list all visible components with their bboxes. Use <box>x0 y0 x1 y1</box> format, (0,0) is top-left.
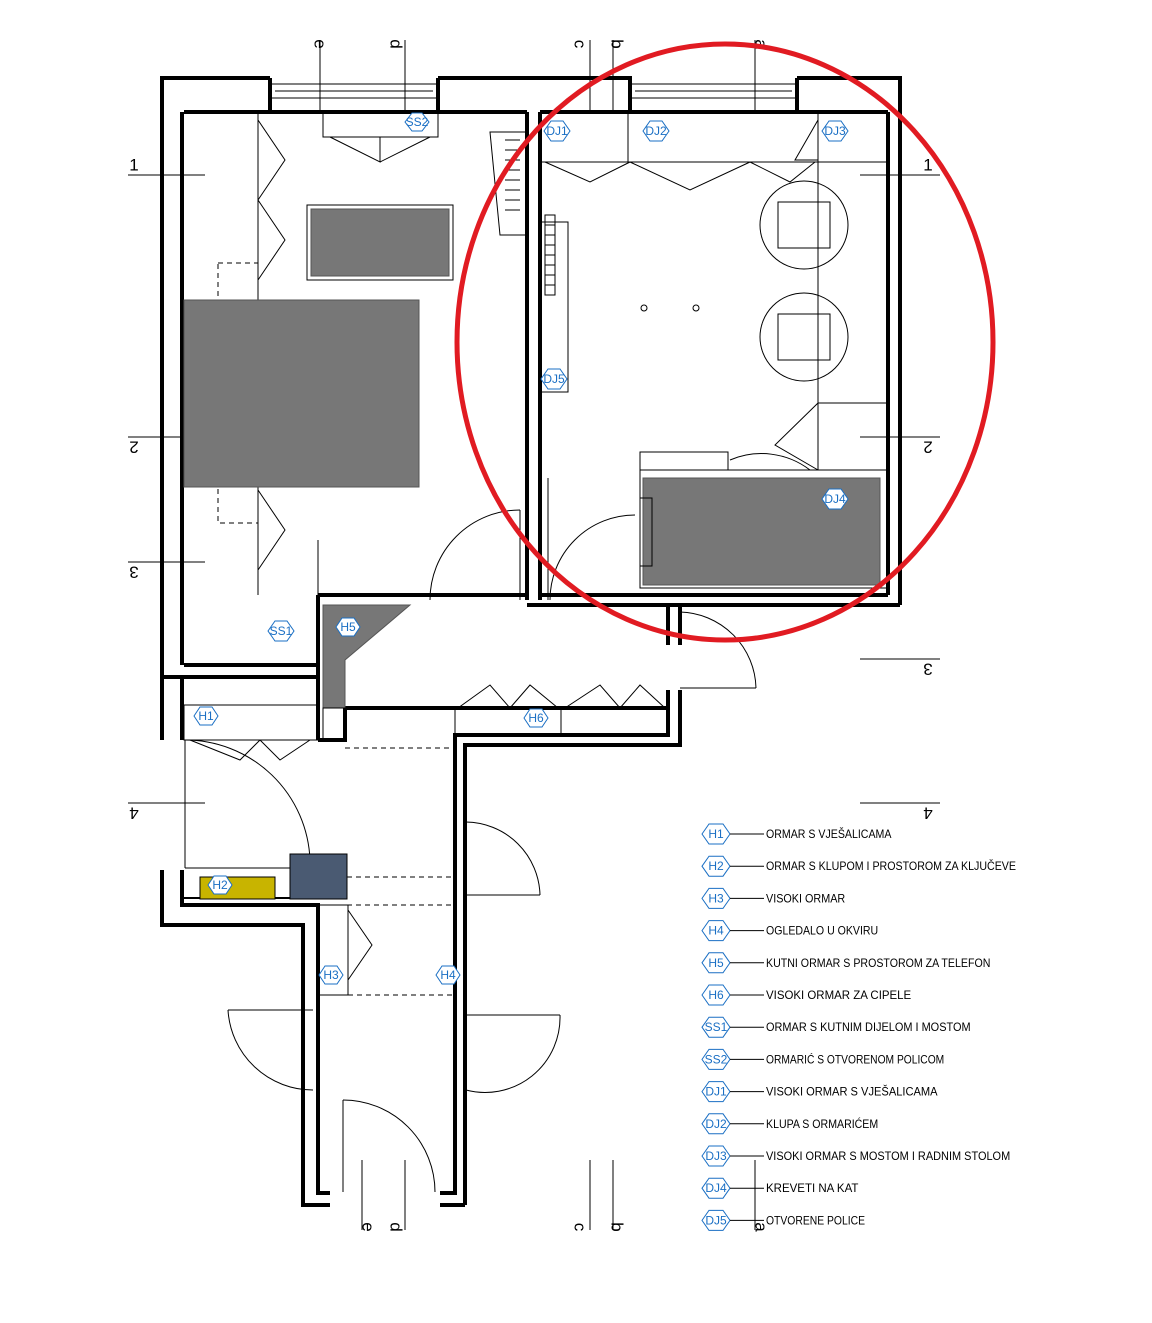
legend-item-ss2: SS2 ORMARIĆ S OTVORENOM POLICOM <box>701 1048 944 1070</box>
col-label-bottom-c: c <box>571 1223 590 1232</box>
axis-lines <box>128 40 940 1230</box>
row-label-right-2: 2 <box>923 438 932 457</box>
legend-label: ORMAR S KLUPOM I PROSTOROM ZA KLJUČEVE <box>766 858 1016 873</box>
legend-item-h3: H3 VISOKI ORMAR <box>701 887 845 909</box>
kids-room-furniture <box>539 112 889 601</box>
tag-h3: H3 <box>318 965 344 985</box>
svg-text:DJ3: DJ3 <box>824 124 846 138</box>
legend-code: DJ2 <box>705 1117 727 1131</box>
row-label-left-4: 4 <box>129 804 138 823</box>
tag-dj4: DJ4 <box>821 488 849 510</box>
tag-h2: H2 <box>207 875 233 895</box>
svg-text:DJ5: DJ5 <box>543 372 565 386</box>
legend-item-ss1: SS1 ORMAR S KUTNIM DIJELOM I MOSTOM <box>701 1016 971 1038</box>
row-label-right-3: 3 <box>923 660 932 679</box>
legend-item-dj5: DJ5 OTVORENE POLICE <box>701 1209 865 1231</box>
walls <box>160 76 902 1207</box>
legend-code: DJ3 <box>705 1149 727 1163</box>
col-label-top-e: e <box>311 39 330 48</box>
tag-ss1: SS1 <box>267 620 295 642</box>
tag-h6: H6 <box>523 708 549 728</box>
legend-label: VISOKI ORMAR S VJEŠALICAMA <box>766 1084 938 1099</box>
legend-code: DJ5 <box>705 1213 727 1227</box>
axis-labels: 1 2 3 4 1 2 3 4 e d c b a e d c b a <box>129 39 932 1232</box>
row-label-left-1: 1 <box>129 156 138 175</box>
legend: H1 ORMAR S VJEŠALICAMA H2 ORMAR S KLUPOM I … <box>701 823 1016 1231</box>
corner-cabinet-h5 <box>322 604 412 709</box>
col-label-bottom-b: b <box>608 1222 627 1231</box>
desk-top <box>310 208 450 277</box>
legend-label: ORMAR S VJEŠALICAMA <box>766 826 891 841</box>
svg-text:H5: H5 <box>340 620 356 634</box>
svg-text:DJ2: DJ2 <box>645 124 667 138</box>
legend-item-h2: H2 ORMAR S KLUPOM I PROSTOROM ZA KLJUČEVE <box>701 855 1016 877</box>
tag-h5: H5 <box>335 617 361 637</box>
bedroom-left-door <box>429 509 521 601</box>
svg-text:H3: H3 <box>323 968 339 982</box>
col-label-top-b: b <box>608 39 627 48</box>
row-label-right-1: 1 <box>923 156 932 175</box>
legend-item-h5: H5 KUTNI ORMAR S PROSTOROM ZA TELEFON <box>701 952 990 974</box>
svg-text:H1: H1 <box>198 709 214 723</box>
legend-code: SS2 <box>705 1052 728 1066</box>
col-label-bottom-d: d <box>387 1222 406 1231</box>
legend-item-dj4: DJ4 KREVETI NA KAT <box>701 1177 859 1199</box>
legend-code: H6 <box>708 988 724 1002</box>
row-label-right-4: 4 <box>923 804 932 823</box>
legend-item-dj1: DJ1 VISOKI ORMAR S VJEŠALICAMA <box>701 1081 938 1103</box>
legend-label: VISOKI ORMAR ZA CIPELE <box>766 988 911 1002</box>
legend-item-h4: H4 OGLEDALO U OKVIRU <box>701 920 878 942</box>
svg-text:SS2: SS2 <box>406 115 429 129</box>
svg-text:H2: H2 <box>212 878 228 892</box>
double-bed <box>183 299 420 488</box>
legend-code: H3 <box>708 891 724 905</box>
legend-label: OGLEDALO U OKVIRU <box>766 924 878 938</box>
tag-dj1: DJ1 <box>543 120 571 142</box>
highlight-ellipse <box>454 41 996 643</box>
hall-furniture <box>183 604 757 1193</box>
legend-item-dj3: DJ3 VISOKI ORMAR S MOSTOM I RADNIM STOLOM <box>701 1145 1010 1167</box>
svg-text:H6: H6 <box>528 711 544 725</box>
legend-code: SS1 <box>705 1020 728 1034</box>
col-label-top-d: d <box>387 39 406 48</box>
legend-label: VISOKI ORMAR S MOSTOM I RADNIM STOLOM <box>766 1149 1010 1163</box>
shoe-cabinet <box>289 853 348 900</box>
legend-label: KLUPA S ORMARIĆEM <box>766 1116 878 1131</box>
legend-item-h6: H6 VISOKI ORMAR ZA CIPELE <box>701 984 911 1006</box>
legend-item-h1: H1 ORMAR S VJEŠALICAMA <box>701 823 891 845</box>
plan-tags: SS2 DJ1 DJ2 DJ3 DJ5 DJ4 SS1 H5 H1 H6 H2 … <box>193 112 849 985</box>
legend-code: H4 <box>708 924 724 938</box>
bedroom-left-furniture <box>183 111 528 595</box>
legend-code: DJ1 <box>705 1085 727 1099</box>
legend-label: OTVORENE POLICE <box>766 1213 865 1227</box>
svg-text:SS1: SS1 <box>270 624 293 638</box>
tag-dj3: DJ3 <box>821 120 849 142</box>
tag-h4: H4 <box>435 965 461 985</box>
legend-code: H1 <box>708 827 724 841</box>
legend-code: H5 <box>708 956 724 970</box>
tag-dj5: DJ5 <box>540 368 568 390</box>
col-label-bottom-e: e <box>359 1222 378 1231</box>
tag-ss2: SS2 <box>404 112 430 132</box>
legend-label: ORMARIĆ S OTVORENOM POLICOM <box>766 1051 944 1066</box>
svg-text:DJ1: DJ1 <box>546 124 568 138</box>
legend-label: VISOKI ORMAR <box>766 891 845 905</box>
legend-label: KUTNI ORMAR S PROSTOROM ZA TELEFON <box>766 956 990 970</box>
svg-text:DJ4: DJ4 <box>824 492 846 506</box>
tag-h1: H1 <box>193 706 219 726</box>
row-label-left-3: 3 <box>129 563 138 582</box>
legend-code: H2 <box>708 859 724 873</box>
legend-code: DJ4 <box>705 1181 727 1195</box>
col-label-top-c: c <box>571 40 590 49</box>
svg-text:H4: H4 <box>440 968 456 982</box>
row-label-left-2: 2 <box>129 438 138 457</box>
legend-item-dj2: DJ2 KLUPA S ORMARIĆEM <box>701 1113 878 1135</box>
legend-label: KREVETI NA KAT <box>766 1181 859 1195</box>
col-label-bottom-a: a <box>752 1222 771 1232</box>
tag-dj2: DJ2 <box>642 120 670 142</box>
legend-label: ORMAR S KUTNIM DIJELOM I MOSTOM <box>766 1020 971 1034</box>
